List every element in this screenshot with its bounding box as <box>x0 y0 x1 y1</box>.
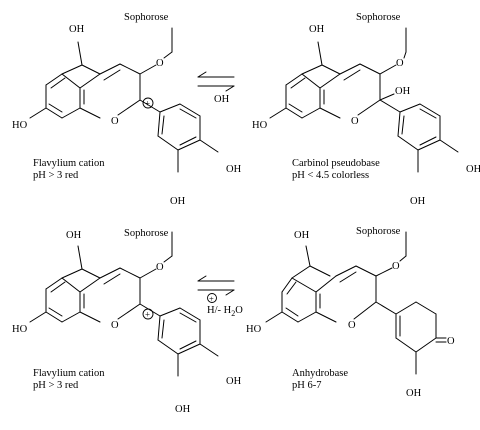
positive-charge-icon <box>207 293 217 303</box>
atom-o-1: O <box>351 116 359 127</box>
caption-name: Carbinol pseudobase <box>292 158 380 169</box>
reagent-label: H/- H2O <box>207 305 243 318</box>
caption-name: Flavylium cation <box>33 158 105 169</box>
charge-sign: + <box>145 310 150 320</box>
atom-o-1: O <box>111 320 119 331</box>
atom-o-3: O <box>392 261 400 272</box>
atom-o-3: O <box>156 58 164 69</box>
atom-ho-7: HO <box>12 120 28 131</box>
substituent-sophorose: Sophorose <box>124 228 169 239</box>
positive-charge-icon <box>142 308 154 320</box>
atom-oh-5: OH <box>66 230 82 241</box>
atom-oh-2: OH <box>395 86 411 97</box>
atom-oh-4prime: OH <box>226 164 242 175</box>
atom-oh-5: OH <box>309 24 325 35</box>
atom-ho-7: HO <box>252 120 268 131</box>
atom-o-1: O <box>111 116 119 127</box>
atom-ho-7: HO <box>246 324 262 335</box>
atom-o-3: O <box>396 58 404 69</box>
atom-oh-4prime: OH <box>466 164 480 175</box>
caption-condition: pH > 3 red <box>33 380 79 391</box>
charge-sign: + <box>145 99 150 109</box>
carbinol-pseudobase: OH HO O O OH Sophorose OH OH Carbinol ps… <box>252 12 480 207</box>
caption-name: Flavylium cation <box>33 368 105 379</box>
caption-name: Anhydrobase <box>292 368 348 379</box>
equilibrium-arrow-bottom: + H/- H2O <box>197 275 243 318</box>
caption-condition: pH < 4.5 colorless <box>292 170 369 181</box>
caption-condition: pH 6-7 <box>292 380 321 391</box>
atom-oh-5: OH <box>69 24 85 35</box>
atom-oh-3prime: OH <box>406 388 422 399</box>
atom-o-3: O <box>156 262 164 273</box>
flavylium-cation-top: + OH HO O O Sophorose OH OH Flavylium ca… <box>12 12 242 207</box>
atom-oh-4prime: OH <box>226 376 242 387</box>
substituent-sophorose: Sophorose <box>356 226 401 237</box>
caption-condition: pH > 3 red <box>33 170 79 181</box>
substituent-sophorose: Sophorose <box>356 12 401 23</box>
atom-oh-3prime: OH <box>175 404 191 415</box>
atom-ho-7: HO <box>12 324 28 335</box>
atom-oh-3prime: OH <box>170 196 186 207</box>
atom-oh-3prime: OH <box>410 196 426 207</box>
reagent-charge: + <box>209 294 214 304</box>
flavylium-cation-bottom: + OH HO O O Sophorose OH OH Flavylium ca… <box>12 228 242 415</box>
substituent-sophorose: Sophorose <box>124 12 169 23</box>
atom-keto-o: O <box>447 336 455 347</box>
positive-charge-icon <box>142 97 154 109</box>
atom-oh-5: OH <box>294 230 310 241</box>
equilibrium-arrow-top: OH <box>197 71 235 105</box>
atom-o-1: O <box>348 320 356 331</box>
reagent-label: OH <box>214 94 230 105</box>
anhydrobase: OH HO O O Sophorose OH O Anhydrobase pH … <box>246 226 455 399</box>
